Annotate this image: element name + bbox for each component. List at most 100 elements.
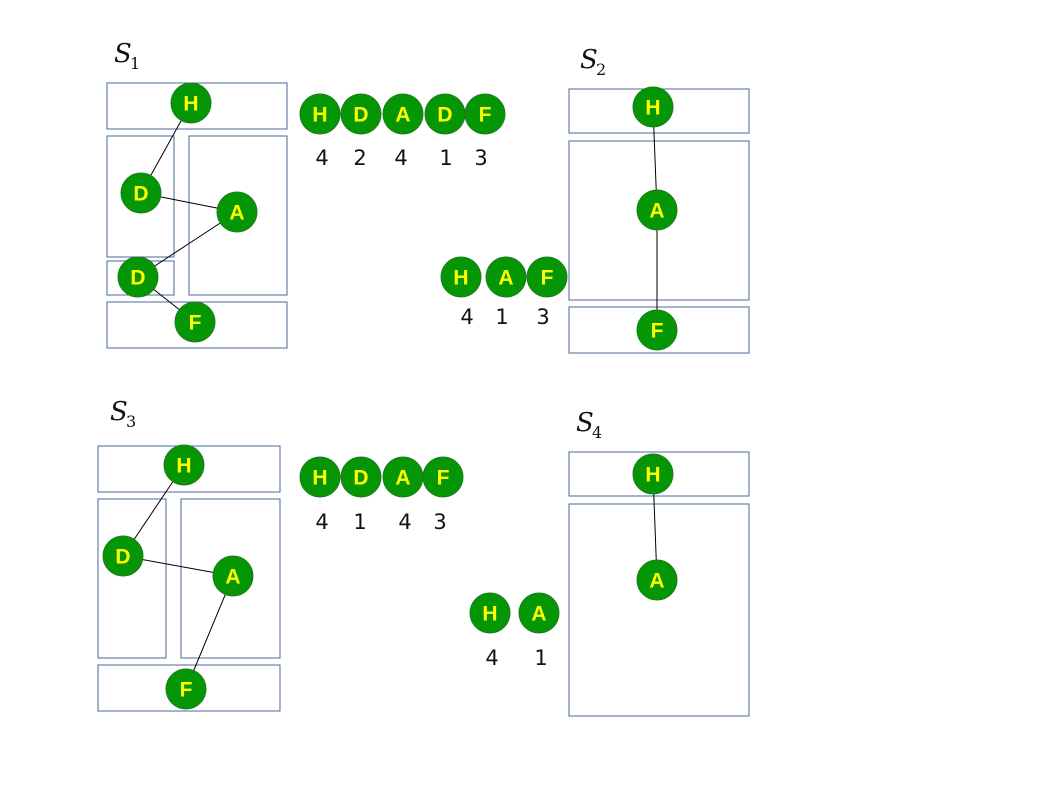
s2-graph-node-a-circle (636, 189, 678, 231)
s3-graph-node-d: D (102, 535, 144, 577)
s2-graph-node-h-label: H (645, 97, 660, 120)
s1-graph-node-a: A (216, 191, 258, 233)
panel-title-letter: S (110, 397, 128, 427)
s3-graph-node-f-label: F (180, 679, 193, 702)
s3-graph-node-d-circle (102, 535, 144, 577)
s3-sequence-node-1: H (299, 456, 341, 498)
s1-graph-node-d-circle (120, 172, 162, 214)
s1-graph-node-a-label: A (229, 202, 244, 225)
s4-graph-node-h-circle (632, 453, 674, 495)
s3-graph-node-a: A (212, 555, 254, 597)
s1-graph-node-f-circle (174, 301, 216, 343)
s3-graph-node-f: F (165, 668, 207, 710)
s2-graph-node-a: A (636, 189, 678, 231)
s1-sequence-count-5: 3 (474, 146, 487, 170)
s2-reduced-node-2-circle (485, 256, 527, 298)
s3-sequence-node-2-circle (340, 456, 382, 498)
s4-graph-node-a-circle (636, 559, 678, 601)
s2-graph-node-f-circle (636, 309, 678, 351)
s1-sequence-node-2-label: D (353, 104, 368, 127)
s1-sequence-count-4: 1 (439, 146, 452, 170)
s1-graph-node-h: H (170, 82, 212, 124)
s4-region-main (568, 503, 750, 717)
s3-sequence-node-4-circle (422, 456, 464, 498)
s3-graph-node-a-circle (212, 555, 254, 597)
s1-graph-node-d: D (120, 172, 162, 214)
s1-graph-node-d-label: D (133, 183, 148, 206)
s1-sequence-node-3-circle (382, 93, 424, 135)
s1-sequence-node-5-circle (464, 93, 506, 135)
s3-sequence-node-1-circle (299, 456, 341, 498)
s1-graph-node-f: F (174, 301, 216, 343)
panel-title-subscript: 4 (592, 423, 602, 442)
s3-region-left (97, 498, 167, 659)
s1-graph-node-d2-circle (117, 256, 159, 298)
s2-reduced-node-1-label: H (453, 267, 468, 290)
s1-sequence-node-1: H (299, 93, 341, 135)
s4-graph-node-a: A (636, 559, 678, 601)
s4-reduced-node-2-label: A (531, 603, 546, 626)
s4-graph-node-a-label: A (649, 570, 664, 593)
s1-graph-node-a-circle (216, 191, 258, 233)
s2-reduced-node-2-label: A (498, 267, 513, 290)
s1-sequence-node-1-label: H (312, 104, 327, 127)
s3-sequence-node-4-label: F (437, 467, 450, 490)
s2-reduced-node-2: A (485, 256, 527, 298)
s2-graph-node-a-label: A (649, 200, 664, 223)
s2-reduced-count-3: 3 (536, 305, 549, 329)
s2-reduced-node-3-label: F (541, 267, 554, 290)
s1-sequence-count-2: 2 (353, 146, 366, 170)
panel-title-s4: S4 (576, 408, 602, 442)
s1-graph-node-d2-label: D (130, 267, 145, 290)
s3-sequence-node-3-label: A (395, 467, 410, 490)
s2-reduced-node-3-circle (526, 256, 568, 298)
s2-reduced-count-2: 1 (495, 305, 508, 329)
s2-reduced-node-3: F (526, 256, 568, 298)
s1-sequence-count-3: 4 (394, 146, 407, 170)
s4-graph-node-h-label: H (645, 464, 660, 487)
s4-graph-node-h: H (632, 453, 674, 495)
s4-reduced-node-2-circle (518, 592, 560, 634)
s1-sequence-node-5-label: F (479, 104, 492, 127)
s1-sequence-node-3: A (382, 93, 424, 135)
panel-title-s2: S2 (580, 45, 606, 79)
s2-reduced-count-1: 4 (460, 305, 473, 329)
s1-sequence-node-5: F (464, 93, 506, 135)
s4-reduced-node-1-label: H (482, 603, 497, 626)
s2-reduced-node-1-circle (440, 256, 482, 298)
s2-graph-node-h-circle (632, 86, 674, 128)
s2-reduced-node-1: H (440, 256, 482, 298)
s3-graph-node-d-label: D (115, 546, 130, 569)
s2-graph-node-f-label: F (651, 320, 664, 343)
s1-graph-node-d2: D (117, 256, 159, 298)
s3-graph-node-h: H (163, 444, 205, 486)
s4-reduced-count-1: 4 (485, 646, 498, 670)
s1-sequence-node-2-circle (340, 93, 382, 135)
panel-title-subscript: 3 (126, 412, 136, 431)
panel-title-letter: S (580, 45, 598, 75)
s3-sequence-count-2: 1 (353, 510, 366, 534)
s2-graph-node-h: H (632, 86, 674, 128)
s3-sequence-node-1-label: H (312, 467, 327, 490)
s4-reduced-node-2: A (518, 592, 560, 634)
s1-sequence-node-3-label: A (395, 104, 410, 127)
s3-sequence-count-1: 4 (315, 510, 328, 534)
s1-graph-node-f-label: F (189, 312, 202, 335)
s3-graph-node-a-label: A (225, 566, 240, 589)
s3-sequence-node-4: F (422, 456, 464, 498)
s1-sequence-node-4-label: D (437, 104, 452, 127)
s3-sequence-node-2-label: D (353, 467, 368, 490)
s4-reduced-node-1: H (469, 592, 511, 634)
s3-graph-node-h-circle (163, 444, 205, 486)
s3-sequence-count-4: 3 (433, 510, 446, 534)
panel-title-s1: S1 (114, 39, 140, 73)
panel-title-subscript: 1 (130, 54, 140, 73)
s3-sequence-count-3: 4 (398, 510, 411, 534)
s3-graph-node-h-label: H (176, 455, 191, 478)
s3-graph-node-f-circle (165, 668, 207, 710)
s4-reduced-count-2: 1 (534, 646, 547, 670)
s1-sequence-count-1: 4 (315, 146, 328, 170)
panel-title-letter: S (114, 39, 132, 69)
